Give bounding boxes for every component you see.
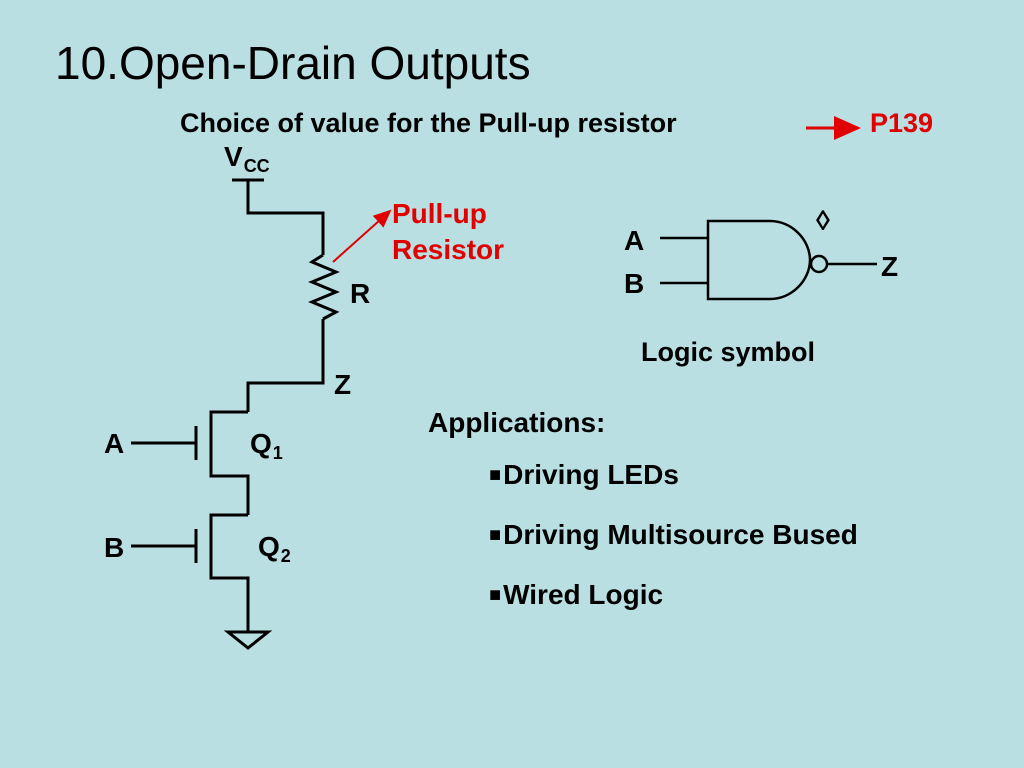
- list-item: ■Wired Logic: [489, 579, 663, 611]
- q2-label-sub: 2: [280, 546, 291, 566]
- list-item-text: Wired Logic: [503, 579, 664, 610]
- transistor-q1: [131, 410, 250, 515]
- logic-input-b-label: B: [624, 268, 645, 299]
- pullup-label-line2: Resistor: [392, 234, 505, 265]
- vcc-label-sub: CC: [243, 156, 270, 176]
- list-item: ■Driving LEDs: [489, 459, 679, 491]
- pullup-resistor: [308, 253, 340, 321]
- ground-symbol: [223, 630, 273, 650]
- resistor-label: R: [350, 278, 371, 309]
- input-a-label: A: [104, 428, 125, 459]
- list-item: ■Driving Multisource Bused: [489, 519, 858, 551]
- list-item-text: Driving LEDs: [503, 459, 679, 490]
- q2-label: Q2: [258, 531, 291, 566]
- pullup-label-line1: Pull-up: [392, 198, 487, 229]
- logic-output-z-label: Z: [881, 251, 899, 282]
- transistor-q2: [131, 513, 250, 632]
- list-item-text: Driving Multisource Bused: [503, 519, 858, 550]
- slide-title: 10.Open-Drain Outputs: [55, 37, 531, 89]
- q1-label-sub: 1: [272, 443, 283, 463]
- pullup-resistor-label: Pull-up Resistor: [392, 196, 504, 268]
- output-wire: [246, 319, 325, 412]
- logic-input-a-label: A: [624, 225, 645, 256]
- applications-heading: Applications:: [428, 407, 606, 438]
- q2-label-main: Q: [258, 531, 280, 562]
- slide-subtitle: Choice of value for the Pull-up resistor: [180, 108, 677, 138]
- q1-label-main: Q: [250, 428, 272, 459]
- vcc-rail: [232, 178, 325, 255]
- q1-label: Q1: [250, 428, 283, 463]
- bullet-square-icon: ■: [489, 524, 502, 546]
- vcc-label-main: V: [224, 141, 243, 172]
- logic-symbol-caption: Logic symbol: [641, 337, 816, 367]
- input-b-label: B: [104, 532, 125, 563]
- pullup-pointer-arrow: [332, 209, 392, 263]
- open-drain-diamond-icon: ◊: [816, 205, 830, 236]
- vcc-label: VCC: [224, 141, 270, 176]
- nand-gate-symbol: [660, 219, 877, 301]
- page-reference: P139: [870, 108, 934, 138]
- output-z-label: Z: [334, 369, 352, 400]
- bullet-square-icon: ■: [489, 464, 502, 486]
- bullet-square-icon: ■: [489, 584, 502, 606]
